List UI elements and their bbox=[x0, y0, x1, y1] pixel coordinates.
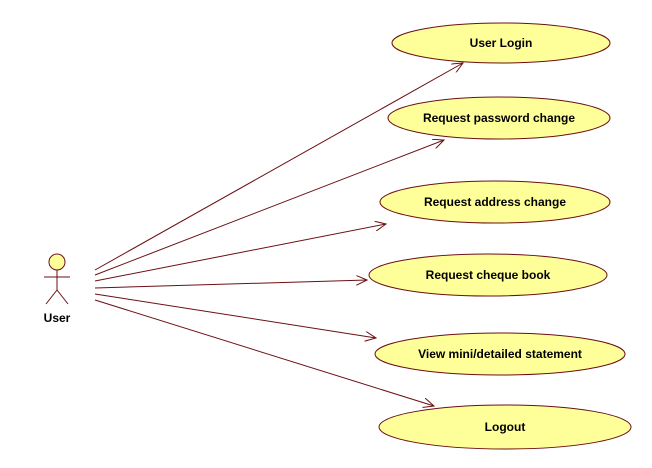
use-case-request-cheque-book: Request cheque book bbox=[368, 253, 608, 297]
use-case-view-statement: View mini/detailed statement bbox=[374, 332, 626, 376]
use-case-oval bbox=[387, 96, 611, 140]
use-case-oval bbox=[378, 404, 632, 450]
use-case-oval bbox=[368, 253, 608, 297]
association-request-address-change bbox=[94, 224, 386, 282]
use-case-oval bbox=[379, 180, 611, 224]
associations bbox=[94, 63, 463, 406]
actor-right-leg bbox=[56, 289, 69, 305]
use-case-label: View mini/detailed statement bbox=[418, 347, 582, 361]
use-case-label: Request address change bbox=[424, 195, 566, 209]
use-case-oval bbox=[374, 332, 626, 376]
use-case-label: Logout bbox=[485, 420, 526, 434]
use-case-label: Request password change bbox=[423, 111, 575, 125]
use-case-request-address-change: Request address change bbox=[379, 180, 611, 224]
use-case-user-login: User Login bbox=[391, 22, 611, 64]
actor-label: User bbox=[44, 311, 71, 325]
association-view-statement bbox=[94, 293, 376, 338]
use-case-oval bbox=[391, 22, 611, 64]
use-case-label: User Login bbox=[470, 36, 533, 50]
association-user-login bbox=[94, 63, 463, 271]
actor-left-leg bbox=[45, 289, 58, 305]
use-case-label: Request cheque book bbox=[426, 268, 551, 282]
association-logout bbox=[94, 299, 434, 406]
use-case-logout: Logout bbox=[378, 404, 632, 450]
actor-head bbox=[48, 253, 66, 271]
association-request-password-change bbox=[94, 140, 444, 276]
use-case-request-password-change: Request password change bbox=[387, 96, 611, 140]
association-request-cheque-book bbox=[94, 280, 367, 289]
actor-user: User bbox=[44, 253, 71, 325]
